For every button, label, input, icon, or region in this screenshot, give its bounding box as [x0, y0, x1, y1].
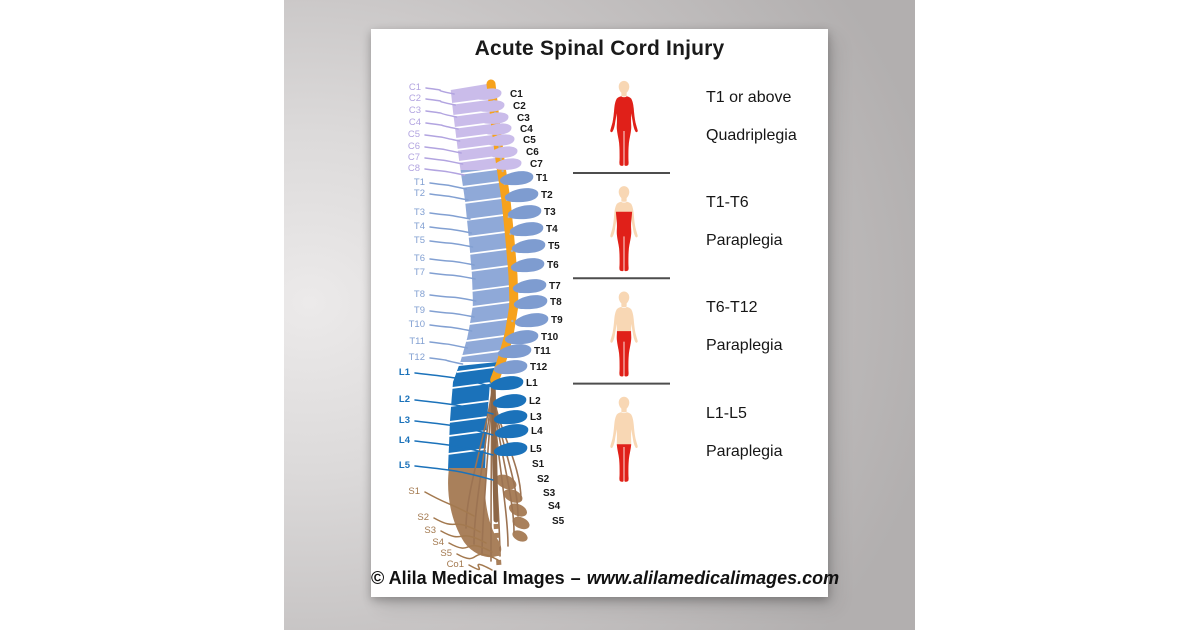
injury-level-label: T1 or above: [706, 89, 792, 106]
spine-label-right: T6: [547, 260, 559, 271]
spine-label-right: S4: [548, 501, 561, 512]
spine-label-left: T10: [408, 319, 425, 330]
spine-label-left: T12: [408, 352, 425, 363]
spine-label-left: T9: [413, 305, 425, 316]
spine-label-right: S3: [543, 488, 556, 499]
spine-label-right: T11: [534, 346, 551, 357]
spine-label-right: T4: [546, 224, 558, 235]
spine-label-left: L3: [398, 415, 410, 426]
section-label-1: T1 or above Quadriplegia: [706, 89, 906, 145]
spine-label-right: T2: [541, 190, 553, 201]
injury-level-label: L1-L5: [706, 405, 747, 422]
spine-label-left: T3: [413, 207, 425, 218]
spine-label-right: T10: [541, 332, 559, 343]
spine-label-left: S4: [432, 537, 444, 548]
paralysis-type-label: Paraplegia: [706, 443, 783, 460]
spine-label-right: L4: [531, 426, 543, 437]
paralysis-type-label: Paraplegia: [706, 337, 783, 354]
spine-label-left: L4: [398, 435, 410, 446]
spine-label-right: T3: [544, 207, 556, 218]
website-url: www.alilamedicalimages.com: [586, 568, 840, 588]
spine-label-left: T11: [409, 336, 425, 347]
footer-separator: –: [570, 568, 581, 588]
spine-label-left: T4: [413, 221, 425, 232]
spine-label-right: S5: [552, 516, 565, 527]
spine-label-left: C8: [407, 163, 420, 174]
spine-label-right: T12: [530, 362, 548, 373]
spine-label-right: S1: [532, 459, 545, 470]
spine-label-left: T5: [413, 235, 425, 246]
injury-level-label: T6-T12: [706, 299, 758, 316]
spine-label-left: C4: [408, 117, 421, 128]
spine-label-left: L5: [398, 460, 410, 471]
spine-label-right: C3: [517, 113, 530, 124]
spine-label-right: C6: [526, 147, 539, 158]
spine-label-right: C4: [520, 124, 533, 135]
spine-label-left: S1: [408, 486, 420, 497]
spine-label-left: S3: [424, 525, 436, 536]
paralysis-type-label: Paraplegia: [706, 232, 783, 249]
spine-label-left: C3: [408, 105, 421, 116]
spine-label-left: L1: [398, 367, 410, 378]
spine-label-right: C1: [510, 89, 523, 100]
spine-label-right: T8: [550, 297, 562, 308]
injury-level-label: T1-T6: [706, 194, 749, 211]
spine-label-right: C7: [530, 159, 543, 170]
spine-label-right: C2: [513, 101, 526, 112]
copyright-footer: © Alila Medical Images–www.alilamedicali…: [371, 568, 839, 589]
spine-label-right: T1: [536, 173, 548, 184]
spine-label-left: Co1: [446, 559, 464, 570]
spine-label-left: T7: [413, 267, 425, 278]
spine-label-right: T9: [551, 315, 563, 326]
spine-label-right: T5: [548, 241, 560, 252]
copyright-text: © Alila Medical Images: [371, 568, 565, 588]
spine-label-left: S5: [440, 548, 452, 559]
paralysis-type-label: Quadriplegia: [706, 127, 797, 144]
poster-title: Acute Spinal Cord Injury: [474, 37, 725, 60]
spine-label-left: C5: [407, 129, 420, 140]
spine-label-left: L2: [398, 394, 410, 405]
spine-label-left: T1: [413, 177, 425, 188]
spine-label-left: C6: [407, 141, 420, 152]
spine-label-left: S2: [417, 512, 429, 523]
section-label-3: T6-T12 Paraplegia: [706, 299, 906, 355]
spine-label-left: C2: [408, 93, 421, 104]
spine-label-right: L5: [530, 444, 542, 455]
spine-label-right: C5: [523, 135, 536, 146]
section-label-2: T1-T6 Paraplegia: [706, 194, 906, 250]
spine-label-left: T8: [413, 289, 425, 300]
spine-label-left: T6: [413, 253, 425, 264]
spine-label-right: L2: [529, 396, 541, 407]
spine-label-left: C7: [407, 152, 420, 163]
spine-label-left: T2: [413, 188, 425, 199]
section-label-4: L1-L5 Paraplegia: [706, 405, 906, 461]
spine-label-right: T7: [549, 281, 561, 292]
spine-label-left: C1: [408, 82, 421, 93]
spine-label-right: L3: [530, 412, 542, 423]
spine-label-right: S2: [537, 474, 550, 485]
spine-label-right: L1: [526, 378, 538, 389]
